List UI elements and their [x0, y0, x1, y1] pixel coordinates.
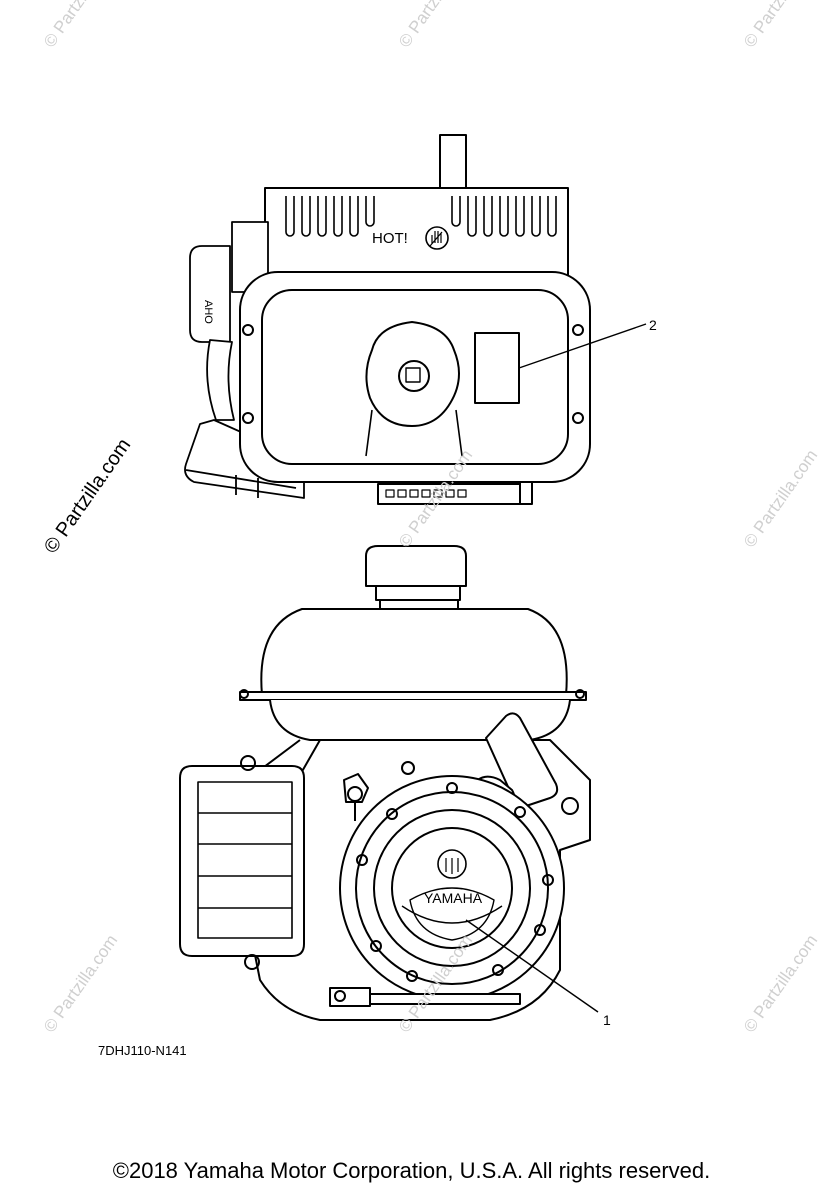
fuel-cap-front: [365, 545, 467, 611]
fuel-tank-front: [239, 608, 587, 741]
choke-lever: [343, 773, 369, 821]
recoil-starter-cover: YAMAHA: [339, 775, 565, 1001]
hot-hand-icon: [425, 226, 449, 250]
callout-1: 1: [465, 919, 611, 1028]
copyright-notice: ©2018 Yamaha Motor Corporation, U.S.A. A…: [112, 1158, 711, 1183]
side-mark-label: AHO: [202, 300, 214, 324]
diagram-code: 7DHJ110-N141: [98, 1043, 187, 1058]
callout-1-number: 1: [603, 1012, 611, 1028]
engine-top-view: HOT! AHO: [184, 134, 591, 505]
tuning-fork-logo-icon: [437, 849, 467, 879]
fuel-tank-top-view: [239, 271, 591, 483]
hot-warning-label: HOT!: [372, 230, 408, 247]
muffler-heat-shield: HOT!: [264, 187, 569, 281]
brand-label: YAMAHA: [424, 890, 483, 906]
engine-base: [329, 987, 521, 1007]
callout-2: 2: [518, 317, 657, 369]
fuel-cap-top: [365, 321, 463, 457]
air-cleaner: [179, 755, 305, 970]
engine-front-view: YAMAHA: [179, 545, 591, 1021]
label-2-target: [474, 332, 520, 404]
callout-2-number: 2: [649, 317, 657, 333]
